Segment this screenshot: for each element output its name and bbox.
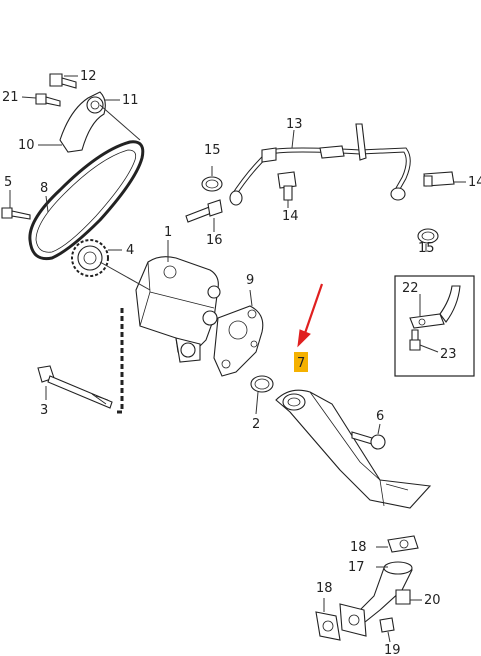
label-13[interactable]: 13: [286, 117, 303, 132]
bolt-5: [1, 207, 31, 220]
flange-bottom: [339, 603, 367, 637]
bolt-14-left: [277, 171, 297, 201]
label-22[interactable]: 22: [402, 281, 419, 296]
detail-box-22-23: [394, 275, 475, 377]
pointer-arrow: [297, 283, 324, 348]
dashed-guide: [114, 308, 124, 414]
part-labels: 12 21 11 10 5 8 4 1 13 15 14 16 14 15 9 …: [2, 69, 481, 656]
label-17[interactable]: 17: [348, 560, 365, 575]
label-5[interactable]: 5: [4, 175, 12, 190]
label-18-bottom[interactable]: 18: [316, 581, 333, 596]
label-10[interactable]: 10: [18, 138, 35, 153]
label-15-right[interactable]: 15: [418, 241, 435, 256]
label-18-top[interactable]: 18: [350, 540, 367, 555]
label-14-left[interactable]: 14: [282, 209, 299, 224]
label-11[interactable]: 11: [122, 93, 139, 108]
label-9[interactable]: 9: [246, 273, 254, 288]
label-6[interactable]: 6: [376, 409, 384, 424]
label-7[interactable]: 7: [297, 356, 305, 371]
clip-15-right: [417, 228, 439, 244]
clip-15-left: [201, 176, 223, 192]
oil-pump: [99, 256, 221, 363]
label-4[interactable]: 4: [126, 243, 134, 258]
label-14-right[interactable]: 14: [468, 175, 481, 190]
leader-lines: [9, 75, 466, 643]
label-3[interactable]: 3: [40, 403, 48, 418]
oil-pickup-pipe: [275, 389, 432, 509]
label-1[interactable]: 1: [164, 225, 172, 240]
label-12[interactable]: 12: [80, 69, 97, 84]
label-16[interactable]: 16: [206, 233, 223, 248]
bolt-19: [379, 617, 395, 633]
bolt-14-right: [423, 171, 455, 187]
sprocket: [71, 239, 109, 277]
timing-chain: [28, 140, 145, 261]
label-8[interactable]: 8: [40, 181, 48, 196]
label-21[interactable]: 21: [2, 90, 19, 105]
label-15-left[interactable]: 15: [204, 143, 221, 158]
gasket-18-top: [387, 535, 419, 553]
bolt-3: [37, 365, 113, 409]
highlight-box: [294, 352, 308, 372]
chain-tensioner-assembly: [35, 73, 141, 153]
bolt-6: [351, 423, 386, 450]
label-23[interactable]: 23: [440, 347, 457, 362]
oil-pipe-13: [229, 123, 411, 206]
label-20[interactable]: 20: [424, 593, 441, 608]
o-ring-2: [250, 375, 274, 415]
label-2[interactable]: 2: [252, 417, 260, 432]
gasket-9: [213, 289, 264, 377]
bolt-20: [395, 589, 411, 605]
label-19[interactable]: 19: [384, 643, 401, 656]
gasket-18-bottom: [315, 611, 341, 641]
banjo-bolt-16: [185, 199, 223, 223]
